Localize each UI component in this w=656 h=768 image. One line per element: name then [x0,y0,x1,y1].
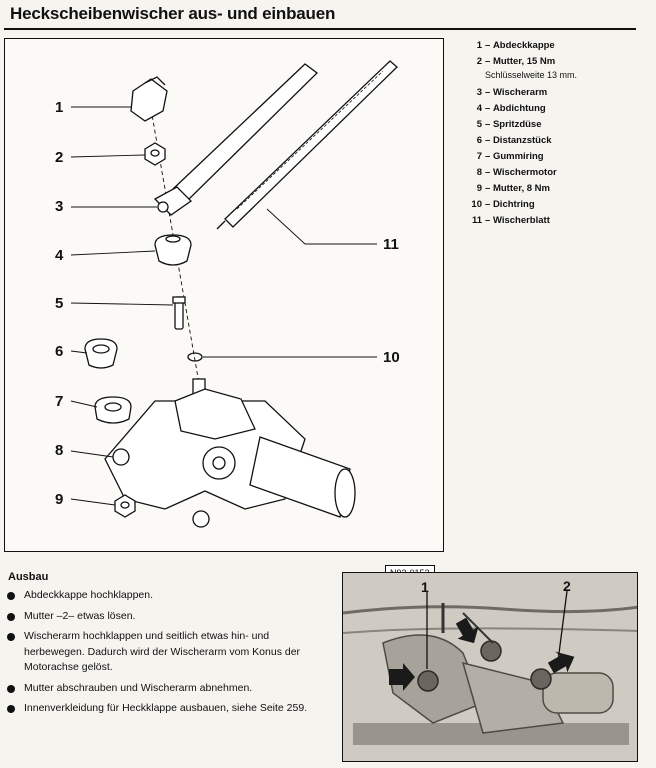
legend-item: 4– Abdichtung [470,101,650,117]
legend-number: 5 [476,119,482,130]
legend-item: 7– Gummiring [470,149,650,165]
callout-8: 8 [55,442,64,459]
callout-5: 5 [55,295,64,312]
legend-label: Dichtring [492,199,535,210]
legend-item: 3– Wischerarm [470,85,650,101]
bullet-icon [7,612,15,621]
list-item: Wischerarm hochklappen und seitlich etwa… [6,629,314,676]
arrow-icon [547,651,575,674]
bullet-icon [7,633,15,641]
legend-label: Wischerarm [492,87,548,98]
legend-label: Mutter, 15 Nm [492,56,556,67]
legend-label: Mutter, 8 Nm [492,183,550,194]
list-item: Innenverkleidung für Heckklappe ausbauen… [6,701,314,717]
ausbau-steps: Abdeckkappe hochklappen. Mutter –2– etwa… [6,588,314,722]
ausbau-heading: Ausbau [8,571,49,583]
installation-photo: 1 2 [342,572,638,762]
legend-number: 9 [476,183,482,194]
callout-6: 6 [55,343,64,360]
legend-label: Gummiring [492,151,544,162]
page-title: Heckscheibenwischer aus- und einbauen [10,4,336,23]
legend-number: 8 [476,167,482,178]
arrow-icon [389,663,415,691]
callout-11: 11 [383,236,399,253]
legend-label: Wischerblatt [492,215,550,226]
list-item: Mutter abschrauben und Wischerarm abnehm… [6,681,314,697]
callout-9: 9 [55,491,64,508]
legend-item: 8– Wischermotor [470,165,650,181]
legend-item: 9– Mutter, 8 Nm [470,181,650,197]
bullet-icon [7,684,15,693]
arrow-icon [455,617,479,644]
title-rule [4,28,636,30]
legend-item: 2– Mutter, 15 Nm [470,54,650,70]
bullet-icon [7,705,15,713]
photo-drawing [343,573,637,761]
legend-label: Wischermotor [492,167,557,178]
legend-label: Distanzstück [492,135,552,146]
legend-number: 2 [476,56,482,67]
legend-number: 10 [471,199,482,210]
legend-label: Abdeckkappe [492,40,555,51]
photo-label-1: 1 [421,579,429,595]
legend-item: 5– Spritzdüse [470,117,650,133]
legend-item: 11– Wischerblatt [470,213,650,229]
photo-label-2: 2 [563,578,571,594]
step-text: Wischerarm hochklappen und seitlich etwa… [24,630,301,673]
legend-number: 4 [476,103,482,114]
legend-item: 6– Distanzstück [470,133,650,149]
callout-7: 7 [55,393,64,410]
legend-number: 1 [476,40,482,51]
callout-4: 4 [55,247,64,264]
diagram-drawing [70,60,398,528]
step-text: Abdeckkappe hochklappen. [24,589,154,601]
parts-legend: 1– Abdeckkappe 2– Mutter, 15 Nm Schlüsse… [470,38,650,229]
legend-label: Spritzdüse [492,119,542,130]
legend-note: Schlüsselweite 13 mm. [485,70,578,80]
legend-label: Abdichtung [492,103,546,114]
callout-10: 10 [383,349,400,366]
callout-1: 1 [55,99,64,116]
exploded-view-diagram: 1 2 3 4 5 6 7 8 9 10 11 N92-0152 [4,38,444,581]
legend-number: 11 [471,215,482,226]
list-item: Mutter –2– etwas lösen. [6,609,314,625]
bullet-icon [7,592,15,600]
callout-2: 2 [55,149,64,166]
legend-number: 6 [476,135,482,146]
legend-number: 3 [476,87,482,98]
step-text: Mutter –2– etwas lösen. [24,609,136,622]
step-text: Mutter abschrauben und Wischerarm abnehm… [24,681,253,694]
legend-number: 7 [476,151,482,162]
legend-item: 1– Abdeckkappe [470,38,650,54]
step-text: Innenverkleidung für Heckklappe ausbauen… [24,702,308,714]
legend-item: 10– Dichtring [470,197,650,213]
list-item: Abdeckkappe hochklappen. [6,588,314,604]
callout-3: 3 [55,198,64,215]
